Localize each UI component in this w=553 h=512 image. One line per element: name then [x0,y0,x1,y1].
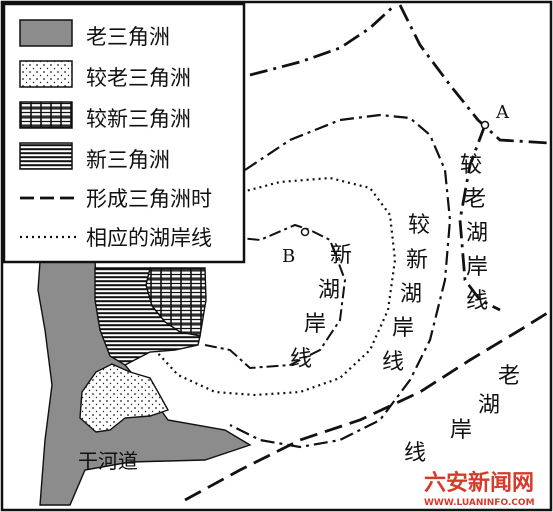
legend-label-old: 老三角洲 [86,25,170,49]
new-delta-shoreline [204,223,347,370]
legend-label-shoreline: 形成三角洲时 [86,187,212,211]
new-shoreline-label: 新 湖 岸 线 [290,243,352,372]
old-shoreline-label: 老 湖 岸 线 [404,364,520,466]
newer-shore-char: 岸 [392,316,414,341]
legend-label-shoreline-2: 相应的湖岸线 [86,226,212,250]
legend-swatch-newer [19,101,73,129]
old-shore-char: 湖 [478,393,500,418]
new-shoreline [148,176,397,397]
old-shore-char: 老 [498,364,520,389]
legend-label-newer: 较新三角洲 [86,107,191,131]
newer-shoreline-label: 较 新 湖 岸 线 [382,213,430,375]
older-shoreline [249,3,550,312]
legend-swatch-old [19,19,73,47]
point-b-label: B [282,246,295,267]
older-shore-char: 岸 [466,255,488,280]
newer-shore-char: 线 [382,350,404,375]
older-shore-char: 老 [464,187,486,212]
newer-shoreline [229,113,452,449]
legend: 老三角洲 较老三角洲 较新三角洲 新三角洲 形成三角洲时 相应的湖岸线 [2,2,246,264]
legend-swatch-new [19,142,73,170]
new-shore-char: 岸 [304,312,326,337]
watermark-cn: 六安新闻网 [424,470,534,496]
new-shore-char: 湖 [318,278,340,303]
watermark: 六安新闻网 WWW.LUANINFO.COM [424,470,535,508]
older-delta [79,363,170,433]
older-shore-char: 较 [460,153,482,178]
newer-shore-char: 湖 [400,282,422,307]
older-shore-char: 线 [466,289,488,314]
legend-frame [2,2,246,264]
legend-swatch-older [19,60,73,88]
point-a-marker [480,120,490,130]
old-shore-char: 岸 [450,418,472,443]
legend-label-older: 较老三角洲 [86,66,191,90]
new-shore-char: 新 [330,243,352,268]
point-b-marker [300,227,310,237]
older-shoreline-label: 较 老 湖 岸 线 [460,153,488,314]
newer-shore-char: 较 [408,213,430,238]
new-shore-char: 线 [290,347,312,372]
dry-river-label: 干河道 [78,449,138,473]
older-shore-char: 湖 [466,221,488,246]
new-delta [94,267,201,366]
old-shore-char: 线 [404,441,426,466]
legend-label-new: 新三角洲 [86,148,170,172]
point-a-label: A [495,102,510,123]
old-shoreline [184,310,550,502]
newer-shore-char: 新 [406,248,428,273]
watermark-url: WWW.LUANINFO.COM [424,498,535,508]
